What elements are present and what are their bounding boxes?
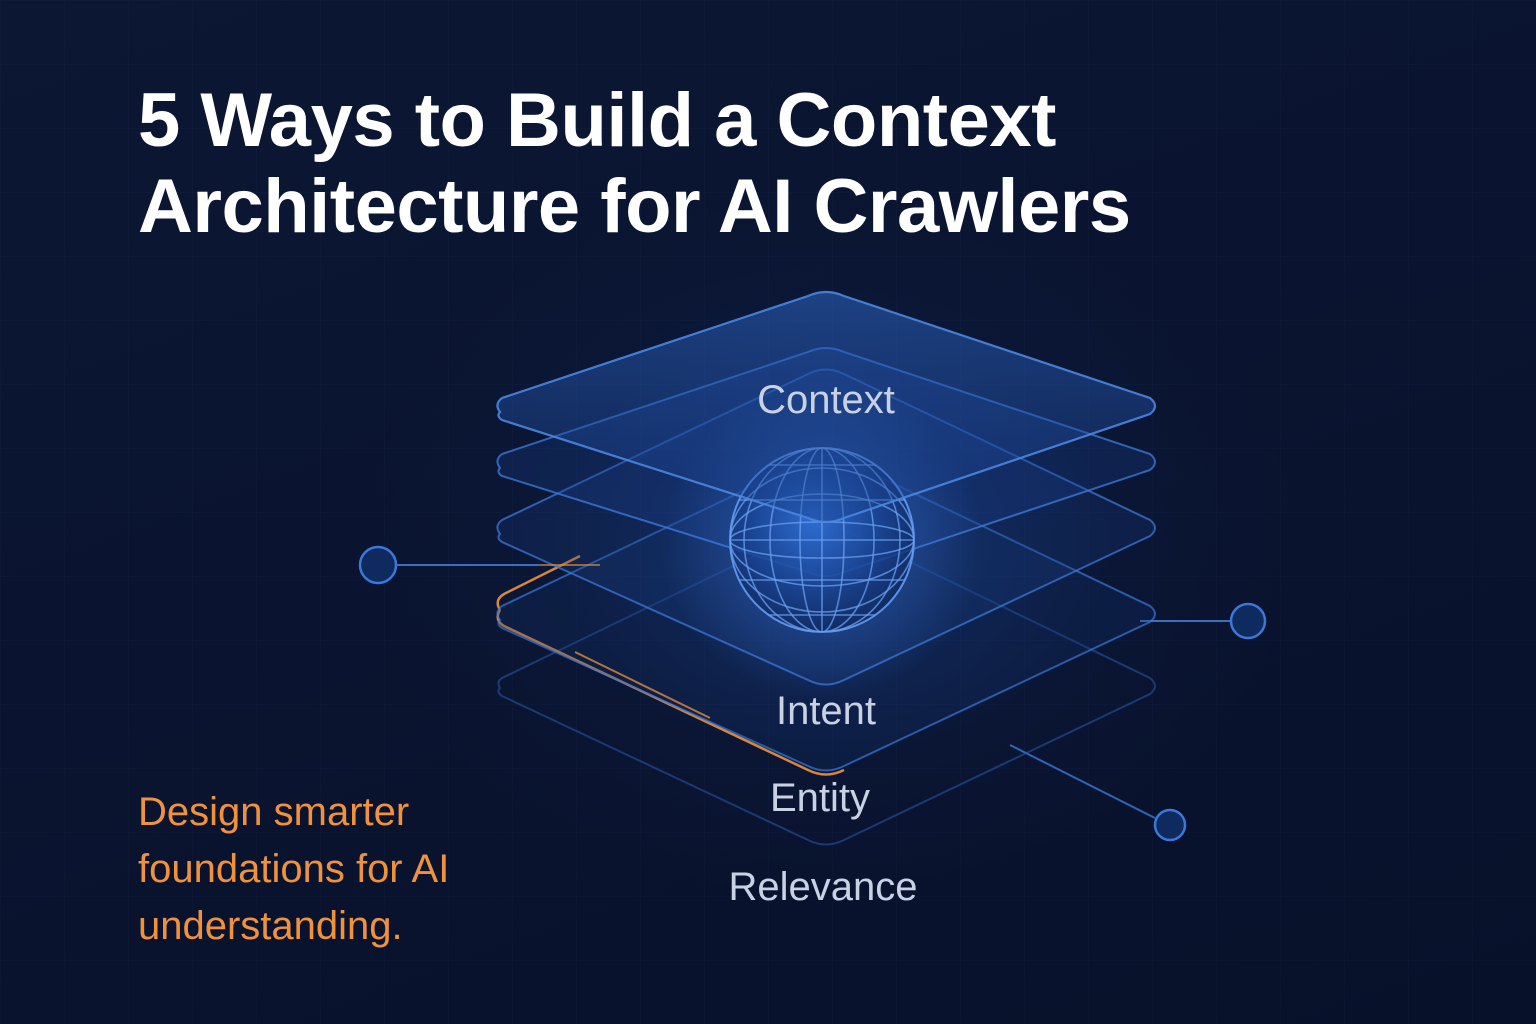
tagline-line-1: Design smarter	[138, 790, 410, 834]
layer-plate-top	[496, 290, 1157, 524]
page-title: 5 Ways to Build a Context Architecture f…	[138, 78, 1338, 250]
orange-accent-line	[574, 651, 711, 719]
connector-right	[1140, 602, 1267, 640]
tagline-line-2: foundations for AI	[138, 847, 450, 891]
title-line-1: 5 Ways to Build a Context	[138, 78, 1056, 163]
connector-left	[358, 545, 540, 585]
tagline-line-3: understanding.	[138, 904, 403, 948]
layer-label-intent: Intent	[776, 689, 876, 733]
node-right	[1229, 602, 1267, 640]
layer-plate-5	[497, 524, 1156, 846]
node-left	[358, 545, 398, 585]
title-line-2: Architecture for AI Crawlers	[138, 164, 1131, 249]
node-bottom-right	[1153, 808, 1187, 842]
layer-label-context: Context	[757, 378, 895, 422]
layer-label-relevance: Relevance	[728, 865, 917, 909]
tagline: Design smarter foundations for AI unders…	[138, 784, 558, 955]
layer-label-entity: Entity	[770, 776, 870, 820]
connector-bottom-right	[1009, 744, 1187, 842]
